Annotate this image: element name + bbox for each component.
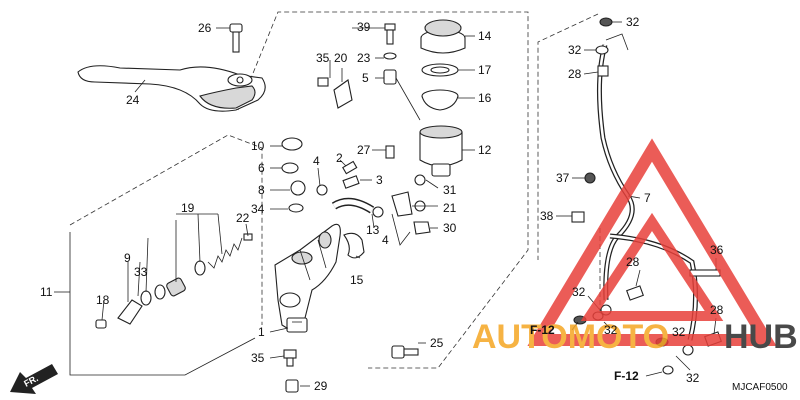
- watermark-triangle-inner: [580, 212, 724, 321]
- boot: [343, 232, 365, 259]
- callout-20: 20: [334, 51, 348, 65]
- callout-32-mid-right: 32: [604, 323, 618, 337]
- callout-33: 33: [134, 265, 148, 279]
- watermark-text-dark: HUB: [724, 318, 798, 356]
- callout-32-bottom: 32: [686, 371, 700, 385]
- callout-35-upper: 35: [316, 51, 330, 65]
- callout-28-lower: 28: [710, 303, 724, 317]
- callout-22: 22: [236, 211, 250, 225]
- callout-32-mid-left: 32: [572, 285, 586, 299]
- leader-lines: [54, 21, 717, 387]
- diaphragm: [421, 89, 459, 111]
- reservoir-hose: [331, 197, 384, 218]
- callout-32-top: 32: [626, 15, 640, 29]
- callout-35-lower: 35: [251, 351, 265, 365]
- callout-3: 3: [376, 173, 383, 187]
- callout-10: 10: [251, 139, 265, 153]
- ref-label-f12-lower: F-12: [614, 369, 639, 383]
- watermark-text-orange: AUTOMOTO: [472, 318, 669, 356]
- watermark-triangle-outer: [527, 138, 777, 346]
- callout-5: 5: [362, 71, 369, 85]
- callout-11: 11: [40, 285, 53, 299]
- pivot-bolt: [229, 23, 243, 53]
- callout-26: 26: [198, 21, 212, 35]
- brake-lever: [77, 65, 266, 112]
- callout-25: 25: [430, 336, 444, 350]
- callout-19: 19: [181, 201, 195, 215]
- group-boundary-cylinder: [69, 134, 263, 325]
- callout-37: 37: [556, 171, 570, 185]
- group-boundary-hose: [537, 13, 599, 260]
- small-parts-lower: [283, 349, 299, 393]
- callout-16: 16: [478, 91, 492, 105]
- callout-28-upper: 28: [568, 67, 582, 81]
- callout-2: 2: [336, 151, 343, 165]
- callout-32-upper: 32: [568, 43, 582, 57]
- mounting-bolt: [391, 345, 419, 359]
- group-boundary-reservoir: [237, 11, 529, 369]
- callout-36: 36: [710, 243, 724, 257]
- master-cylinder-body: [274, 223, 341, 331]
- reservoir: [419, 125, 463, 177]
- callout-31: 31: [443, 183, 457, 197]
- callout-7: 7: [644, 191, 651, 205]
- callout-4-lower: 4: [382, 233, 389, 247]
- ref-label-f12-upper: F-12: [530, 323, 555, 337]
- callout-32-lower: 32: [672, 325, 686, 339]
- callout-12: 12: [478, 143, 492, 157]
- brake-switch: [286, 317, 308, 333]
- callout-1: 1: [258, 325, 265, 339]
- callout-29: 29: [314, 379, 328, 393]
- callout-21: 21: [443, 201, 457, 215]
- watermark: AUTOMOTO HUB: [472, 138, 798, 356]
- callout-4-upper: 4: [313, 154, 320, 168]
- callout-34: 34: [251, 202, 265, 216]
- callout-15: 15: [350, 273, 364, 287]
- callout-23: 23: [357, 51, 371, 65]
- callout-24: 24: [126, 93, 140, 107]
- callout-18: 18: [96, 293, 110, 307]
- callout-28-mid: 28: [626, 255, 640, 269]
- callout-9: 9: [124, 251, 131, 265]
- front-direction-arrow: FR.: [10, 364, 58, 394]
- callout-13: 13: [366, 223, 380, 237]
- small-parts-mid: [281, 137, 431, 235]
- callout-17: 17: [478, 63, 492, 77]
- callout-14: 14: [478, 29, 492, 43]
- callout-38: 38: [540, 209, 554, 223]
- callout-30: 30: [443, 221, 457, 235]
- reservoir-cap: [420, 19, 466, 54]
- callout-27: 27: [357, 143, 371, 157]
- piston-assembly: [95, 233, 253, 329]
- callout-39: 39: [357, 20, 371, 34]
- diaphragm-plate: [421, 63, 459, 77]
- diagram-code: MJCAF0500: [732, 382, 788, 393]
- callout-6: 6: [258, 161, 265, 175]
- small-bolts-upper: [317, 23, 397, 109]
- callout-8: 8: [258, 183, 265, 197]
- callout-labels: 26 24 39 23 5 14 17 16 12 35 20 10 6 8 3…: [40, 15, 788, 393]
- bracket-11: [69, 232, 256, 376]
